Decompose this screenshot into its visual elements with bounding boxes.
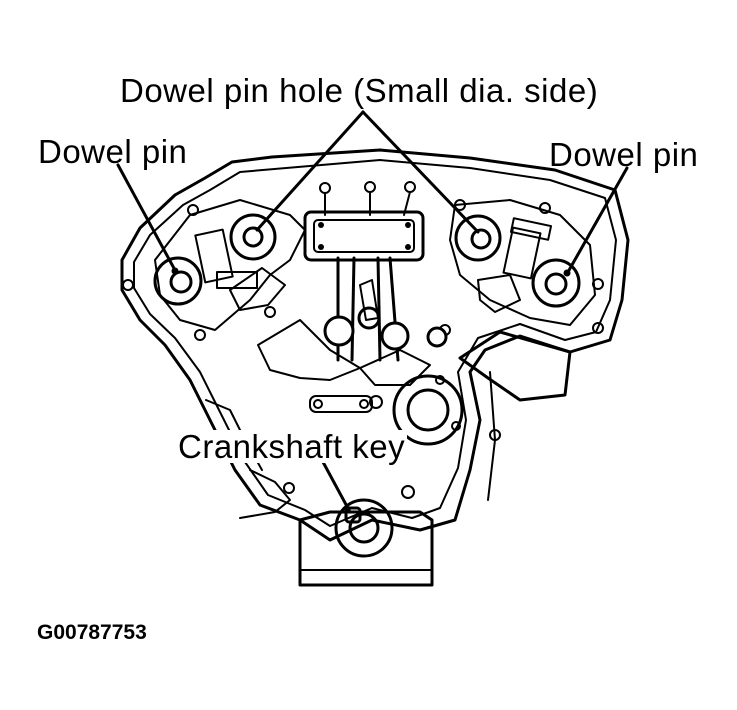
dowel-pin-right-label: Dowel pin (549, 136, 699, 173)
top-bolt-3 (404, 181, 416, 193)
left-camshaft-sprocket-outer (229, 213, 277, 261)
leader-dowel-pin-right (566, 166, 629, 274)
right-camshaft-dowel-hole (470, 228, 492, 250)
idler-pulley-outer (392, 374, 464, 446)
crankshaft-key (344, 506, 362, 524)
leader-dowel-pin-left (116, 163, 178, 274)
tensioner-arm (458, 330, 572, 402)
leader-dowel-pin-hole-right (361, 110, 480, 234)
center-pulley-right (380, 321, 410, 351)
right-camshaft-dowel-pin-center (544, 272, 568, 296)
top-bolt-2 (364, 181, 376, 193)
center-pulley-left (323, 315, 355, 347)
top-bolt-1 (319, 182, 331, 194)
dowel-pin-left-label: Dowel pin (38, 133, 188, 170)
oil-pan-housing (298, 510, 434, 587)
crankshaft-hub (348, 512, 380, 544)
left-camshaft-sprocket-lower-outer (153, 256, 203, 306)
dowel-pin-hole-label: Dowel pin hole (Small dia. side) (120, 72, 599, 109)
crankshaft-pulley (334, 498, 394, 558)
center-plate (303, 210, 425, 262)
engine-block-outline (120, 148, 630, 542)
leader-crankshaft-key (321, 460, 352, 514)
right-camshaft-sprocket-lower-outer (531, 258, 581, 308)
left-camshaft-dowel-hole (242, 226, 264, 248)
idler-pulley-inner (406, 388, 450, 432)
figure-id: G00787753 (37, 621, 147, 644)
left-camshaft-dowel-pin-center (169, 270, 193, 294)
right-camshaft-sprocket-outer (454, 214, 502, 262)
leader-dowel-pin-hole-left (255, 110, 365, 232)
crankshaft-key-label: Crankshaft key (176, 428, 408, 465)
engine-inner-outline (133, 159, 617, 527)
